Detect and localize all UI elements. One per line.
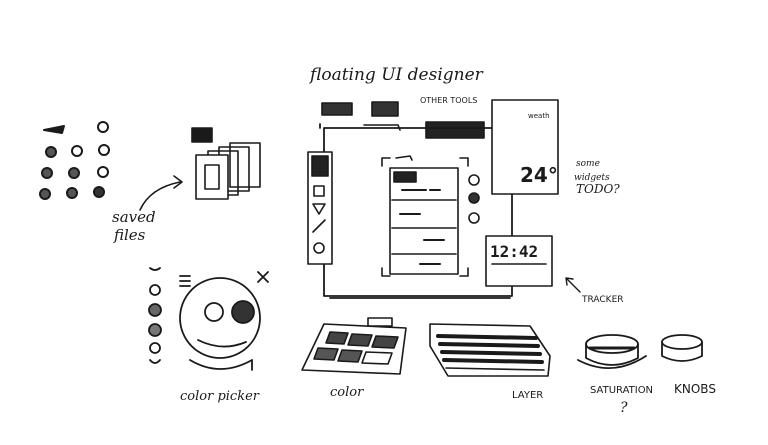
saved-files-arrow [139, 175, 183, 211]
color-picker [148, 267, 269, 371]
tracker-arrow [565, 277, 581, 293]
other-tools-label: OTHER TOOLS [420, 96, 477, 105]
knob [661, 334, 703, 362]
vertical-toolbar [307, 151, 333, 265]
color-tray [301, 317, 407, 375]
saturation-ring [577, 334, 647, 369]
weather-widget [491, 99, 559, 195]
circle-icon-1 [468, 174, 480, 186]
square-tool-icon [313, 185, 325, 197]
icon-grid [39, 121, 110, 200]
color-label: color [330, 385, 364, 400]
saturation-label: SATURATION [590, 385, 653, 396]
clock-time: 12:42 [490, 242, 538, 261]
search-tool-icon [313, 242, 325, 254]
inner-panel [381, 155, 480, 277]
color-picker-label: color picker [180, 389, 260, 404]
saturation-question: ? [620, 400, 628, 416]
tool-tabs [321, 101, 485, 139]
knobs-label: KNOBS [674, 382, 716, 396]
close-icon [257, 271, 269, 283]
alert-icon [468, 212, 480, 224]
pen-tool-icon [312, 219, 326, 233]
layer-panel [429, 323, 551, 377]
widgets-note-line1: some [576, 159, 600, 169]
saved-files-stack [191, 127, 261, 200]
weather-widget-value: 24° [520, 163, 558, 187]
widgets-note-line2: widgets [574, 173, 610, 183]
circle-icon-2 [468, 192, 480, 204]
layer-label: LAYER [512, 390, 543, 401]
widgets-note-line3: TODO? [576, 182, 620, 196]
saved-files-label-line1: saved [112, 208, 156, 226]
shield-tool-icon [312, 203, 326, 215]
sketch-title: floating UI designer [308, 65, 484, 85]
saved-files-label-line2: files [113, 226, 146, 244]
weather-widget-title: weath [528, 112, 550, 120]
tracker-label: TRACKER [581, 295, 624, 305]
clock-widget [485, 235, 553, 287]
menu-icon [179, 275, 191, 287]
